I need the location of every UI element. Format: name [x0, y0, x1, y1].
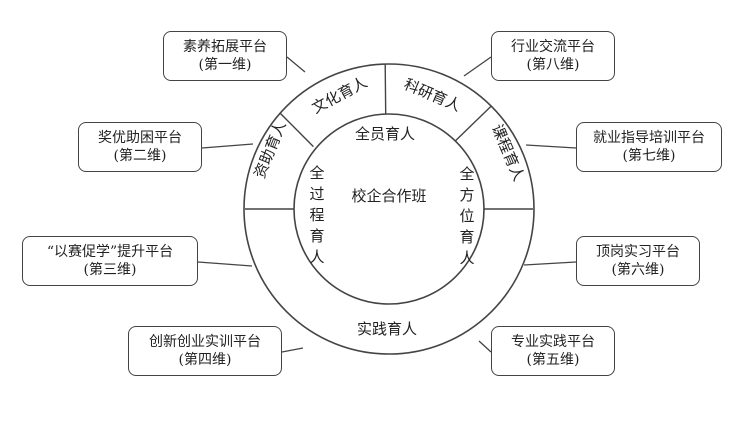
ring-dividers — [245, 63, 533, 210]
connector-box-3 — [197, 261, 253, 267]
platform-6-title: 顶岗实习平台 — [596, 244, 680, 260]
connector-box-6 — [523, 261, 577, 266]
connector-box-8 — [463, 56, 492, 77]
platform-3-title: “以赛促学”提升平台 — [46, 244, 174, 260]
inner-label-left: 全过程育人 — [309, 164, 324, 266]
platform-box-7: 就业指导培训平台 (第七维) — [576, 122, 722, 172]
platform-box-1: 素养拓展平台 (第一维) — [163, 31, 287, 81]
platform-4-title: 创新创业实训平台 — [149, 334, 261, 350]
platform-box-4: 创新创业实训平台 (第四维) — [128, 326, 282, 376]
inner-label-top: 全员育人 — [355, 125, 415, 143]
platform-8-title: 行业交流平台 — [511, 39, 595, 55]
platform-6-subtitle: (第六维) — [611, 262, 665, 278]
platform-1-title: 素养拓展平台 — [183, 39, 267, 55]
connector-box-7 — [525, 144, 577, 149]
platform-box-5: 专业实践平台 (第五维) — [491, 326, 615, 376]
platform-5-subtitle: (第五维) — [526, 352, 580, 368]
platform-3-subtitle: (第三维) — [83, 262, 137, 278]
connector-lines — [197, 56, 577, 353]
platform-4-subtitle: (第四维) — [178, 352, 232, 368]
ring-label-practice: 实践育人 — [357, 320, 417, 338]
center-label: 校企合作班 — [351, 187, 426, 205]
platform-box-6: 顶岗实习平台 (第六维) — [576, 236, 700, 286]
inner-label-right: 全方位育人 — [459, 165, 474, 267]
platform-box-3: “以赛促学”提升平台 (第三维) — [22, 236, 198, 286]
platform-5-title: 专业实践平台 — [511, 334, 595, 350]
platform-1-subtitle: (第一维) — [198, 57, 252, 73]
platform-2-title: 奖优助困平台 — [98, 130, 182, 146]
connector-box-1 — [286, 56, 306, 73]
connector-box-2 — [201, 143, 254, 149]
platform-8-subtitle: (第八维) — [526, 57, 580, 73]
platform-box-2: 奖优助困平台 (第二维) — [78, 122, 202, 172]
connector-box-5 — [478, 340, 492, 353]
divider-aid-culture — [279, 112, 314, 148]
divider-culture-research — [384, 63, 387, 115]
divider-research-curriculum — [454, 105, 492, 142]
platform-2-subtitle: (第二维) — [113, 148, 167, 164]
platform-7-subtitle: (第七维) — [622, 148, 676, 164]
platform-7-title: 就业指导培训平台 — [593, 130, 705, 146]
connector-box-4 — [281, 347, 304, 353]
platform-box-8: 行业交流平台 (第八维) — [491, 31, 615, 81]
